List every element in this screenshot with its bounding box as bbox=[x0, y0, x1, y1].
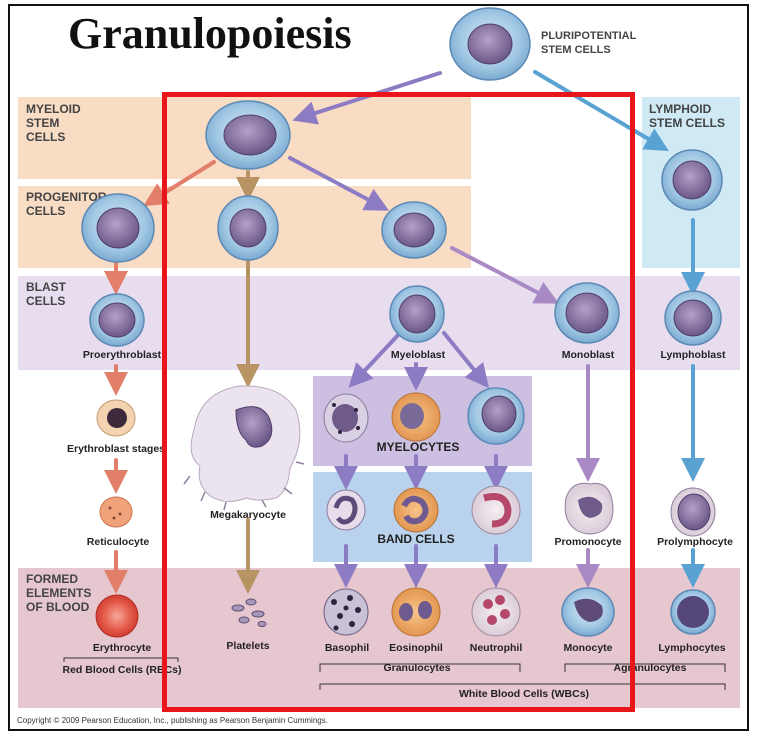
myeloblast-cell bbox=[389, 285, 445, 343]
label-prolymphocyte: Prolymphocyte bbox=[657, 536, 733, 548]
arrow-myeloblast-to-neutrophil-myelocyte bbox=[442, 331, 490, 389]
label-platelets: Platelets bbox=[226, 640, 270, 652]
erythroblast-cell bbox=[96, 399, 136, 437]
pluripotential-stem-label: PLURIPOTENTIAL STEM CELLS bbox=[541, 30, 637, 56]
erythroid-progenitor-cell bbox=[81, 193, 155, 263]
reticulocyte-cell bbox=[99, 496, 133, 528]
label-megakaryocyte: Megakaryocyte bbox=[210, 509, 286, 521]
row-label-formed: FORMED ELEMENTS OF BLOOD bbox=[26, 572, 92, 614]
label-monoblast: Monoblast bbox=[561, 349, 615, 361]
promonocyte-cell bbox=[564, 482, 614, 535]
proerythroblast-cell bbox=[89, 293, 145, 347]
granulocyte-progenitor-cell bbox=[381, 201, 447, 259]
row-label-blast: BLAST CELLS bbox=[26, 280, 66, 308]
label-lymphoblast: Lymphoblast bbox=[660, 349, 726, 361]
eosinophil-myelocyte-cell bbox=[391, 392, 441, 442]
label-myelocytes: MYELOCYTES bbox=[376, 440, 460, 454]
label-monocyte: Monocyte bbox=[563, 642, 613, 654]
granulopoiesis-highlight-box bbox=[162, 92, 635, 712]
lymphoblast-cell bbox=[664, 290, 722, 346]
label-reticulocyte: Reticulocyte bbox=[86, 536, 150, 548]
basophil-cell bbox=[323, 588, 369, 636]
agranulocytes-bracket bbox=[564, 663, 726, 672]
label-wbc: White Blood Cells (WBCs) bbox=[458, 688, 590, 700]
arrow-progenitor-to-monoblast bbox=[450, 246, 560, 304]
label-granulocytes: Granulocytes bbox=[383, 662, 451, 674]
pluripotential-stem-cell bbox=[449, 7, 531, 81]
label-neutrophil: Neutrophil bbox=[469, 642, 523, 654]
neutrophil-band-cell bbox=[471, 485, 521, 535]
arrow-myeloid-to-ery-progenitor bbox=[143, 160, 216, 207]
label-rbc: Red Blood Cells (RBCs) bbox=[62, 664, 182, 676]
label-proerythroblast: Proerythroblast bbox=[82, 349, 162, 361]
label-erythroblast-stages: Erythroblast stages bbox=[66, 443, 166, 455]
label-myeloblast: Myeloblast bbox=[390, 349, 446, 361]
basophil-band-cell bbox=[326, 489, 366, 531]
eosinophil-band-cell bbox=[393, 487, 439, 533]
row-label-progenitor: PROGENITOR CELLS bbox=[26, 190, 107, 218]
arrow-myeloblast-to-basophil-myelocyte bbox=[348, 331, 402, 388]
bracket-lines bbox=[63, 657, 726, 690]
lymphoid-stem-label: LYMPHOID STEM CELLS bbox=[649, 102, 726, 130]
wbc-bracket bbox=[319, 683, 726, 690]
label-basophil: Basophil bbox=[324, 642, 370, 654]
rbc-bracket bbox=[63, 657, 179, 662]
arrow-stem-to-lymphoid bbox=[533, 70, 669, 152]
basophil-myelocyte-cell bbox=[323, 393, 369, 443]
eosinophil-cell bbox=[391, 587, 441, 637]
megakaryocyte-progenitor-cell bbox=[217, 195, 279, 261]
copyright-notice: Copyright © 2009 Pearson Education, Inc.… bbox=[17, 716, 328, 725]
monocyte-cell bbox=[561, 587, 615, 637]
label-band-cells: BAND CELLS bbox=[377, 532, 455, 546]
prolymphocyte-cell bbox=[670, 487, 716, 537]
monoblast-cell bbox=[554, 282, 620, 344]
granulocytes-bracket bbox=[319, 663, 521, 672]
arrows bbox=[104, 70, 705, 594]
outer-frame bbox=[8, 4, 749, 731]
label-eosinophil: Eosinophil bbox=[389, 642, 443, 654]
neutrophil-cell bbox=[471, 587, 521, 637]
row-label-myeloid: MYELOID STEM CELLS bbox=[26, 102, 81, 144]
arrow-myeloid-to-granulo-progenitor bbox=[288, 156, 390, 211]
erythrocyte-cell bbox=[95, 594, 139, 638]
label-promonocyte: Promonocyte bbox=[554, 536, 622, 548]
formed-elements-band bbox=[18, 568, 740, 708]
megakaryocyte-cell bbox=[183, 385, 305, 511]
myeloid-stem-cell bbox=[205, 100, 291, 170]
page-title: Granulopoiesis bbox=[68, 9, 352, 58]
label-erythrocyte: Erythrocyte bbox=[92, 642, 152, 654]
platelets-cluster bbox=[231, 598, 267, 627]
lymphoid-stem-cell bbox=[661, 149, 723, 211]
label-lymphocytes: Lymphocytes bbox=[658, 642, 726, 654]
lymphocyte-cell bbox=[670, 589, 716, 635]
neutrophil-myelocyte-cell bbox=[467, 387, 525, 445]
